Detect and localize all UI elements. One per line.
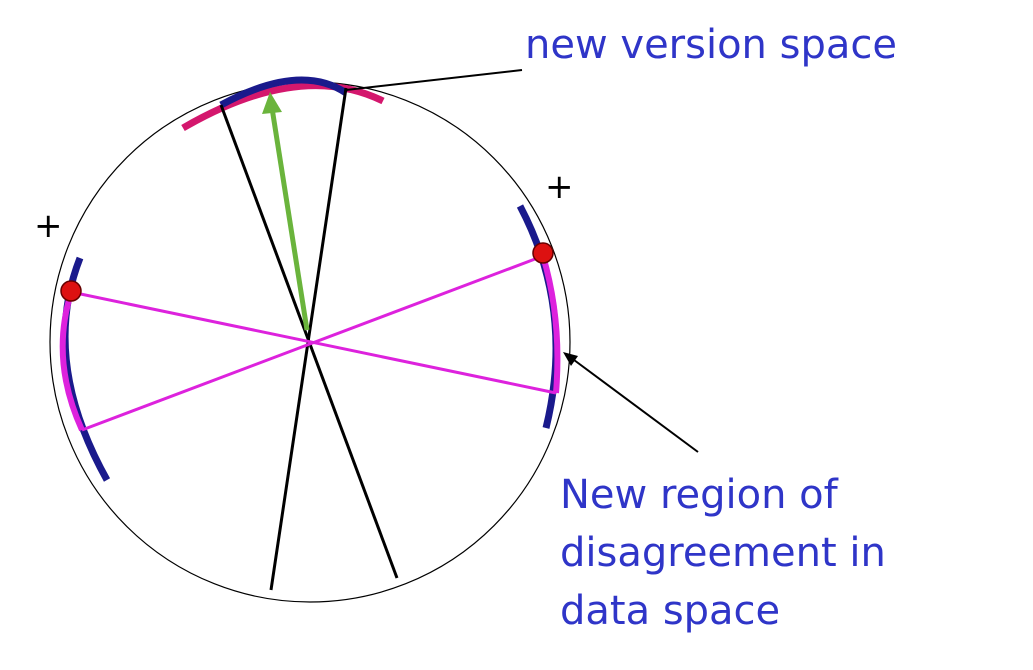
data-line-upper-right [81, 254, 544, 432]
plus-label-right: + [545, 167, 574, 207]
disagreement-callout-line [569, 356, 699, 453]
hypothesis-line-right [269, 87, 348, 591]
normal-vector-arrowhead [262, 92, 282, 114]
data-point-right [532, 242, 554, 264]
plus-label-left: + [34, 206, 63, 246]
disagreement-label-line-3: data space [560, 588, 780, 634]
data-point-left [60, 280, 82, 302]
new-version-space-arc [219, 76, 348, 109]
disagreement-label-line-1: New region of [560, 472, 839, 518]
right-region-arc [516, 204, 560, 429]
version-space-callout-line [345, 69, 523, 91]
right-new-region-arc [540, 255, 561, 394]
disagreement-callout-arrowhead [563, 352, 578, 366]
disagreement-label-line-2: disagreement in [560, 530, 886, 576]
version-space-label: new version space [525, 22, 897, 68]
old-version-space-arc [181, 82, 385, 132]
left-new-region-arc [59, 292, 85, 432]
normal-vector [269, 107, 310, 331]
